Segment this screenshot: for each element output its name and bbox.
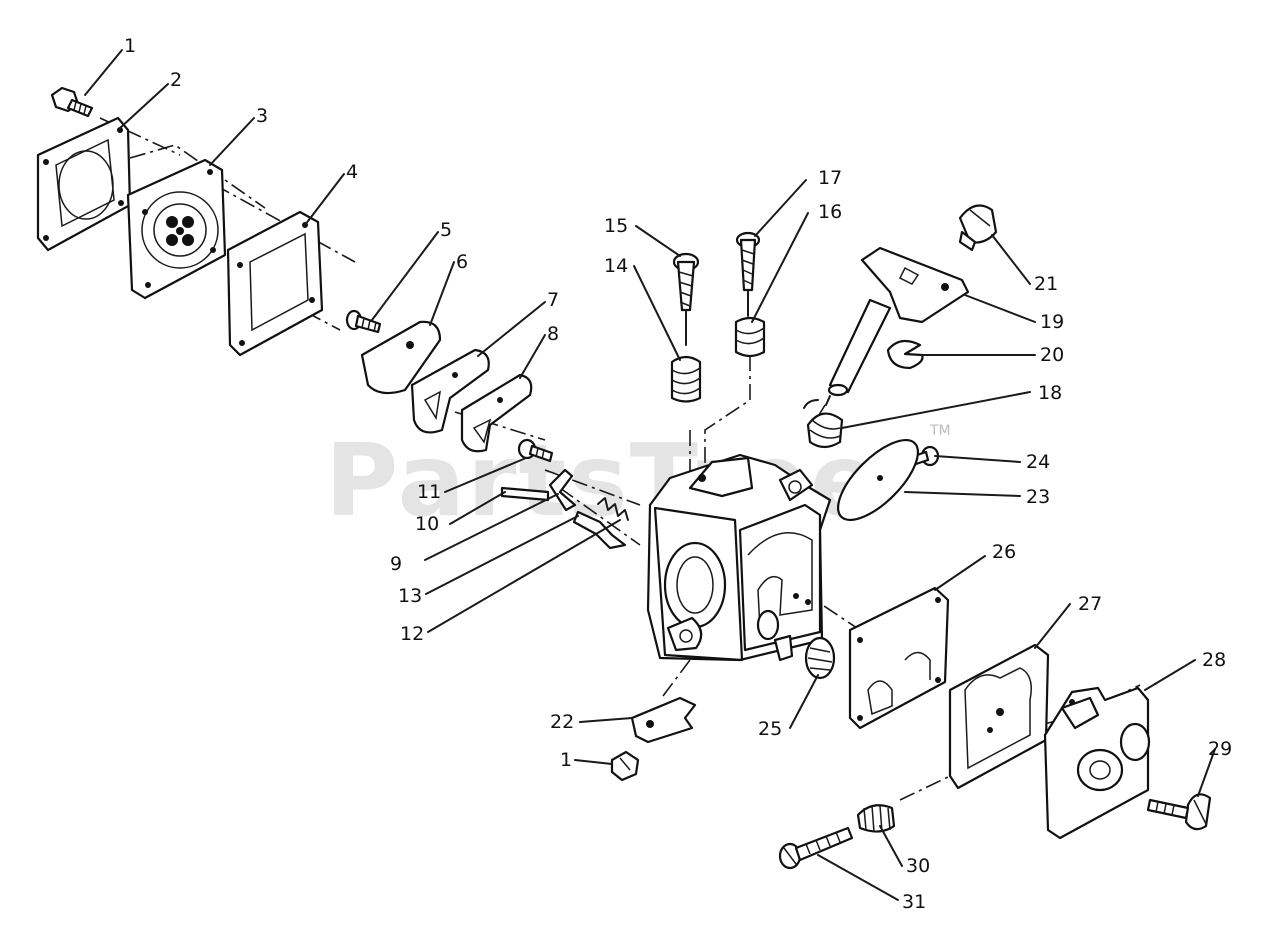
callout-9: 9 (390, 553, 402, 575)
callout-20: 20 (1040, 344, 1064, 366)
part-6-plate (360, 320, 442, 395)
callout-1: 1 (124, 35, 136, 57)
callout-10: 10 (415, 513, 439, 535)
part-8-plate (460, 373, 533, 453)
part-20-e-clip (886, 339, 924, 370)
callout-4: 4 (346, 161, 358, 183)
callout-6: 6 (456, 251, 468, 273)
part-13-inlet-needle (572, 510, 627, 550)
part-31-idle-screw (778, 826, 854, 870)
part-12-spring (597, 497, 629, 521)
part-3-pump-diaphragm (126, 158, 227, 300)
callout-5: 5 (440, 219, 452, 241)
part-9-lever (548, 468, 577, 512)
callout-7: 7 (547, 289, 559, 311)
part-14-spring (670, 355, 702, 403)
part-22-bracket (630, 696, 697, 744)
body-fitting (773, 634, 794, 662)
part-17-mixture-screw (735, 231, 761, 317)
part-25-filter (804, 636, 836, 680)
part-23-throttle-plate (836, 438, 920, 522)
part-18-spring (803, 395, 844, 449)
callout-18: 18 (1038, 382, 1062, 404)
callout-19: 19 (1040, 311, 1064, 333)
callout-13: 13 (398, 585, 422, 607)
leader-lines (84, 49, 1216, 901)
callout-21: 21 (1034, 273, 1058, 295)
callout-14: 14 (604, 255, 628, 277)
part-26-metering-diaphragm (848, 586, 950, 730)
callout-24: 24 (1026, 451, 1050, 473)
callout-15: 15 (604, 215, 628, 237)
carburetor-body (646, 453, 832, 662)
callout-30: 30 (906, 855, 930, 877)
part-15-mixture-screw (672, 252, 700, 346)
part-29-screw (1146, 793, 1212, 831)
callout-8: 8 (547, 323, 559, 345)
callout-11: 11 (417, 481, 441, 503)
part-21-screw (958, 204, 998, 252)
callout-16: 16 (818, 201, 842, 223)
callout-26: 26 (992, 541, 1016, 563)
callout-2: 2 (170, 69, 182, 91)
callout-1-bottom: 1 (560, 749, 572, 771)
part-2-cover-plate (36, 116, 132, 252)
part-19-throttle-shaft (827, 246, 970, 397)
callout-25: 25 (758, 718, 782, 740)
callout-22: 22 (550, 711, 574, 733)
part-4-gasket (226, 210, 324, 357)
callout-31: 31 (902, 891, 926, 913)
callout-23: 23 (1026, 486, 1050, 508)
watermark-trademark: TM (929, 423, 951, 439)
callout-numbers: 1 2 3 4 5 6 7 8 9 10 11 12 13 14 15 16 1… (124, 35, 1232, 913)
part-7-lever (410, 348, 490, 434)
part-28-cover (1043, 686, 1151, 840)
part-30-spring (856, 804, 896, 833)
callout-27: 27 (1078, 593, 1102, 615)
callout-12: 12 (400, 623, 424, 645)
callout-3: 3 (256, 105, 268, 127)
part-27-gasket (948, 643, 1050, 790)
part-1-screw-bottom (610, 750, 640, 782)
callout-29: 29 (1208, 738, 1232, 760)
callout-28: 28 (1202, 649, 1226, 671)
part-16-spring (734, 316, 766, 358)
part-1-screw (50, 86, 94, 118)
callout-17: 17 (818, 167, 842, 189)
part-5-screw (345, 309, 382, 334)
